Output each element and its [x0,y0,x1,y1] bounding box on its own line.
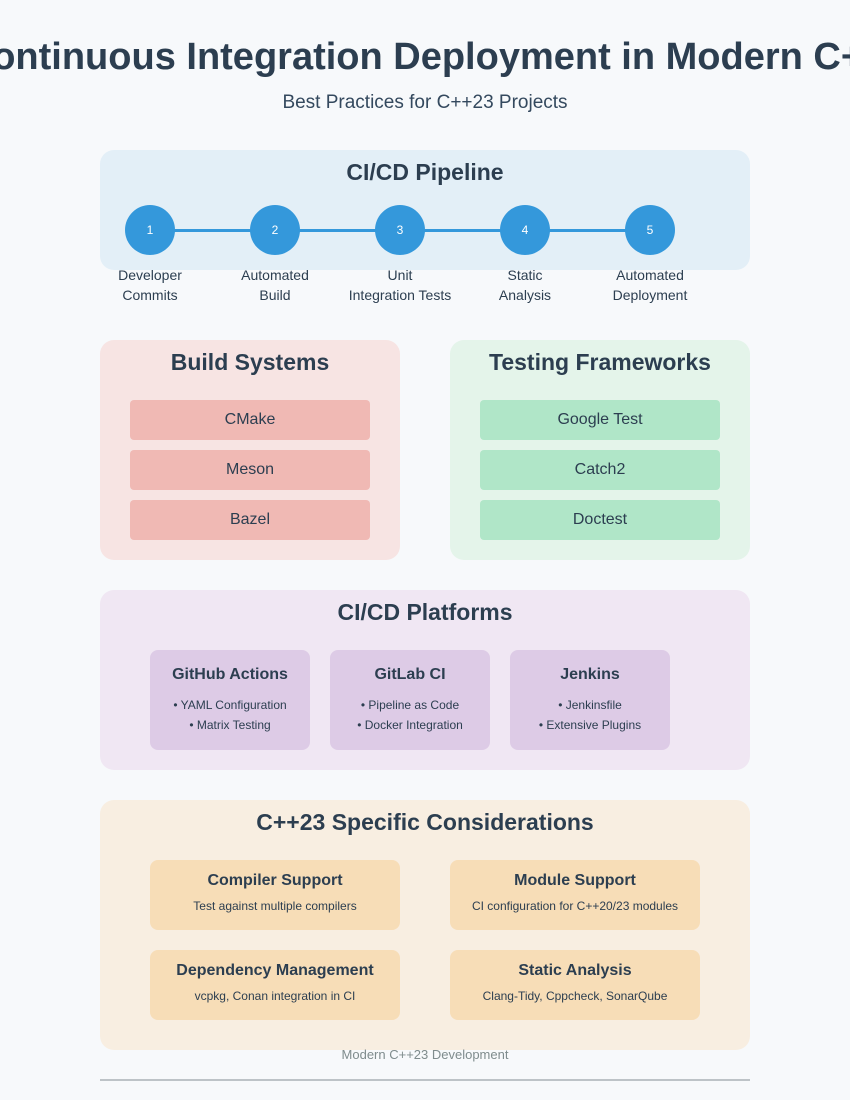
considerations-panel: C++23 Specific Considerations Compiler S… [100,800,750,1050]
pipeline-step-1-label-line1: Developer [118,267,182,283]
platform-name: GitHub Actions [172,666,288,683]
platforms-title: CI/CD Platforms [337,599,513,625]
pipeline-step-4-label-line2: Analysis [498,287,552,303]
pipeline-title: CI/CD Pipeline [346,159,504,185]
testing-framework-item: Google Test [480,400,720,440]
pipeline-step-5-label: Automated Deployment [585,265,715,305]
platform-feature: • YAML Configuration [173,698,287,712]
pipeline-step-2-label-line2: Build [259,287,291,303]
testing-framework-item: Doctest [480,500,720,540]
platform-feature: • Pipeline as Code [360,698,460,712]
testing-framework-item: Catch2 [480,450,720,490]
platform-card-jenkins: Jenkins • Jenkinsfile • Extensive Plugin… [510,650,670,750]
pipeline-step-1-circle: 1 [125,205,175,255]
build-system-item: Meson [130,450,370,490]
considerations-title: C++23 Specific Considerations [256,809,594,835]
pipeline-step-1-label-line2: Commits [122,287,178,303]
pipeline-step-2-label-line1: Automated [241,267,309,283]
consideration-title: Module Support [514,872,636,889]
pipeline-step-5-label-line2: Deployment [612,287,688,303]
pipeline-step-5-label-line1: Automated [616,267,684,283]
testing-frameworks-panel: Testing Frameworks Google Test Catch2 Do… [450,340,750,560]
platform-card-github-actions: GitHub Actions • YAML Configuration • Ma… [150,650,310,750]
pipeline-step-3-label-line2: Integration Tests [348,287,452,303]
consideration-desc: CI configuration for C++20/23 modules [471,899,679,913]
consideration-card-static-analysis: Static Analysis Clang-Tidy, Cppcheck, So… [450,950,700,1020]
build-system-item: Bazel [130,500,370,540]
platform-name: GitLab CI [374,666,446,683]
pipeline-step-1-label: Developer Commits [85,265,215,305]
footer-text: Modern C++23 Development [341,1047,509,1062]
pipeline-step-3-circle: 3 [375,205,425,255]
consideration-desc: Test against multiple compilers [193,899,357,913]
page-title: Continuous Integration Deployment in Mod… [0,36,850,78]
pipeline-step-3-label: Unit Integration Tests [335,265,465,305]
build-systems-panel: Build Systems CMake Meson Bazel [100,340,400,560]
consideration-title: Compiler Support [207,872,343,889]
platform-feature: • Docker Integration [357,718,463,732]
page-subtitle: Best Practices for C++23 Projects [282,92,568,113]
consideration-desc: vcpkg, Conan integration in CI [194,989,356,1003]
platform-feature: • Extensive Plugins [538,718,642,732]
pipeline-step-4-label-line1: Static [507,267,543,283]
consideration-title: Dependency Management [176,962,374,979]
platform-feature: • Matrix Testing [189,718,271,732]
platform-card-gitlab-ci: GitLab CI • Pipeline as Code • Docker In… [330,650,490,750]
build-system-item: CMake [130,400,370,440]
platform-feature: • Jenkinsfile [558,698,622,712]
platforms-panel: CI/CD Platforms GitHub Actions • YAML Co… [100,590,750,770]
footer-divider [100,1079,750,1081]
pipeline-step-5-circle: 5 [625,205,675,255]
consideration-card-compiler-support: Compiler Support Test against multiple c… [150,860,400,930]
platform-name: Jenkins [560,666,620,683]
pipeline-step-2-label: Automated Build [210,265,340,305]
pipeline-step-3-label-line1: Unit [387,267,413,283]
pipeline-step-2-circle: 2 [250,205,300,255]
pipeline-step-4-label: Static Analysis [460,265,590,305]
consideration-card-module-support: Module Support CI configuration for C++2… [450,860,700,930]
consideration-desc: Clang-Tidy, Cppcheck, SonarQube [482,989,668,1003]
pipeline-step-4-circle: 4 [500,205,550,255]
build-systems-title: Build Systems [170,349,330,375]
testing-frameworks-title: Testing Frameworks [489,349,711,375]
consideration-title: Static Analysis [518,962,632,979]
consideration-card-dependency-management: Dependency Management vcpkg, Conan integ… [150,950,400,1020]
